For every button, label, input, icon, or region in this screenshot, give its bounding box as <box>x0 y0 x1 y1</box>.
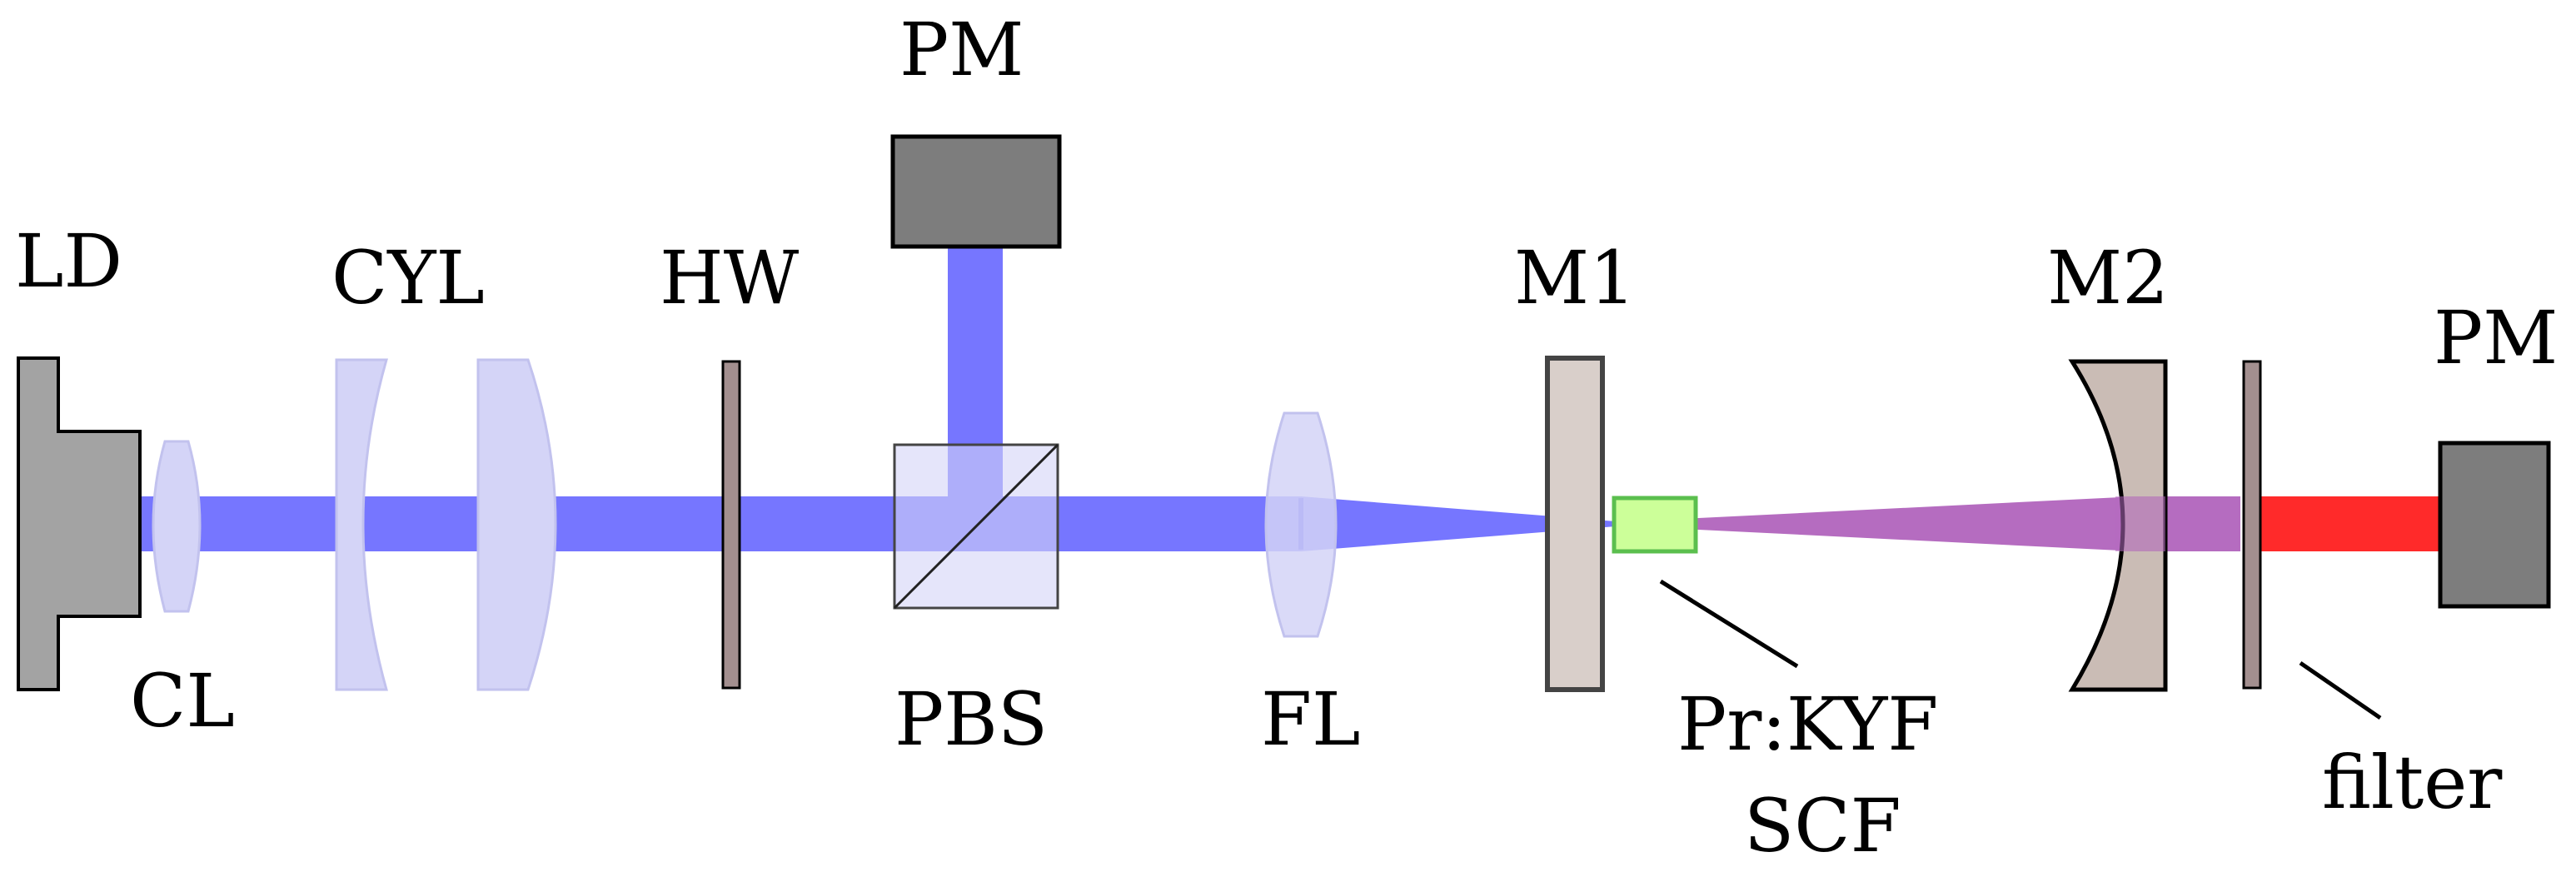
focusing-lens <box>1264 411 1338 638</box>
power-meter-right <box>2438 441 2551 609</box>
label-m2: M2 <box>2047 235 2169 321</box>
label-ld: LD <box>15 218 122 304</box>
filter-pointer-line <box>2299 660 2382 720</box>
crystal-pr-kyf <box>1612 496 1698 554</box>
filter-plate <box>2242 360 2262 690</box>
collimating-lens <box>152 440 202 613</box>
label-fl: FL <box>1261 676 1361 762</box>
intracavity-laser-beam <box>1632 496 2240 551</box>
laser-diode <box>17 356 142 691</box>
beam-splitter-diagonal <box>893 443 1059 610</box>
half-wave-plate <box>721 360 741 690</box>
label-m1: M1 <box>1514 235 1636 321</box>
label-crystal-line1: Pr:KYF <box>1677 681 1938 767</box>
label-cl: CL <box>130 658 235 744</box>
label-crystal-line2: SCF <box>1744 783 1901 869</box>
mirror-m1 <box>1545 356 1605 692</box>
laser-output-beam <box>2252 496 2444 551</box>
label-pm-right: PM <box>2434 295 2558 381</box>
focused-pump-cone <box>1301 496 1616 551</box>
label-pbs: PBS <box>894 676 1048 762</box>
power-meter-top <box>890 134 1062 249</box>
label-cyl: CYL <box>331 235 485 321</box>
label-pm-top: PM <box>899 7 1024 92</box>
pump-beam <box>125 496 1301 551</box>
crystal-pointer-line <box>1659 579 1799 669</box>
cylindrical-lens-concave <box>335 358 388 691</box>
beam-through-m2 <box>2115 496 2165 551</box>
cylindrical-lens-convex <box>476 358 557 691</box>
label-hw: HW <box>660 235 800 321</box>
label-filter: filter <box>2322 740 2503 825</box>
